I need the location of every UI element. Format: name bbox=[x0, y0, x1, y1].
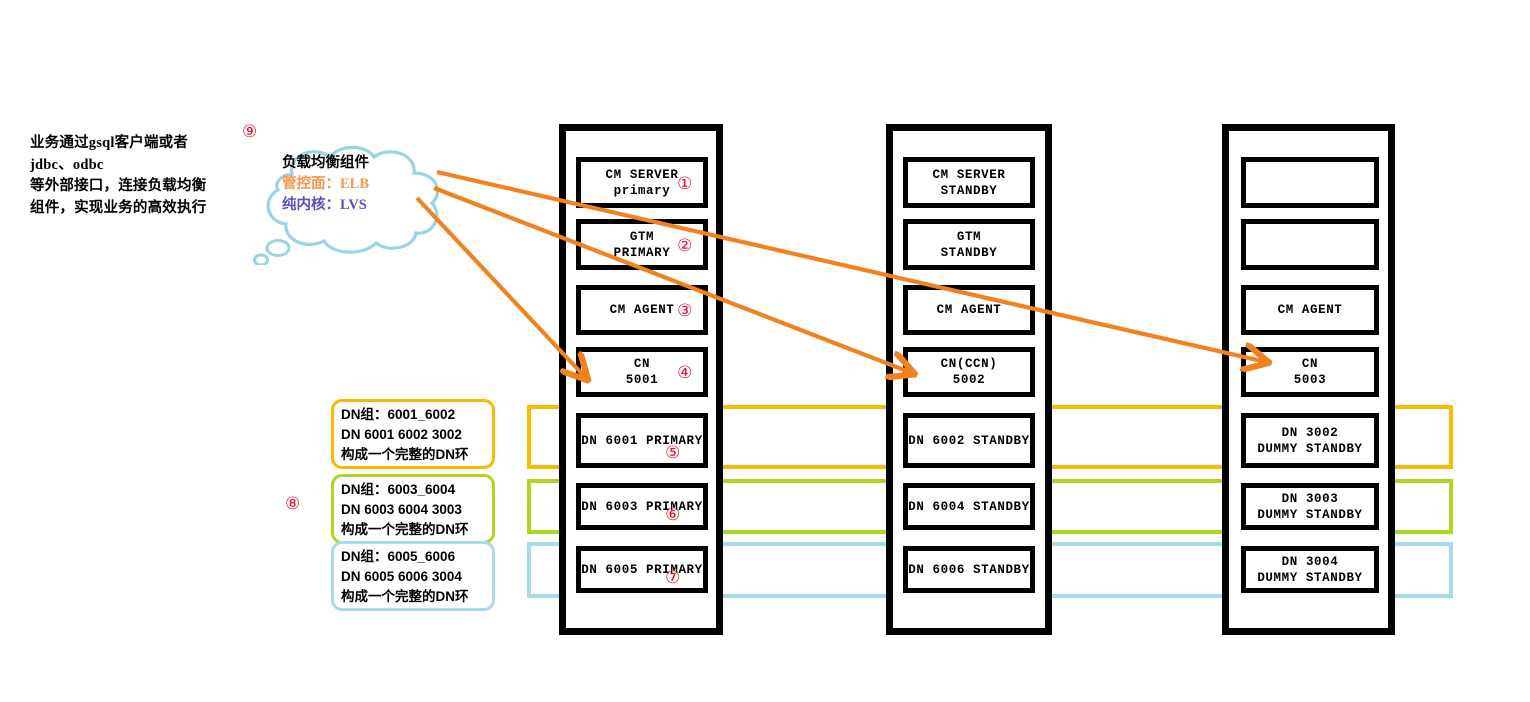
dn-group-legend-3-line-1: DN组：6005_6006 bbox=[341, 549, 456, 564]
rack-1-unit-1-line-1: CM SERVER bbox=[605, 167, 679, 182]
rack-1-unit-5-line-1: DN 6001 PRIMARY bbox=[581, 433, 703, 448]
rack-1-unit-3-line-1: CM AGENT bbox=[609, 303, 675, 317]
dn-group-legend-2: DN组：6003_6004 DN 6003 6004 3003 构成一个完整的D… bbox=[331, 474, 495, 544]
marker-8: ⑧ bbox=[285, 494, 301, 514]
client-access-note-line-4: 组件，实现业务的高效执行 bbox=[30, 199, 207, 216]
rack-2-unit-4-line-1: CN(CCN) bbox=[940, 357, 998, 371]
rack-2-unit-1-line-2: STANDBY bbox=[940, 183, 998, 198]
rack-3-unit-4-line-2: 5003 bbox=[1293, 373, 1327, 387]
rack-1-unit-7-marker: ⑦ bbox=[665, 568, 681, 588]
rack-2-unit-4: CN(CCN) 5002 bbox=[903, 347, 1035, 397]
dn-group-legend-3: DN组：6005_6006 DN 6005 6006 3004 构成一个完整的D… bbox=[331, 541, 495, 611]
dn-group-legend-2-line-1: DN组：6003_6004 bbox=[341, 482, 456, 497]
rack-1-unit-6-marker: ⑥ bbox=[665, 505, 681, 525]
rack-3-unit-7-line-2: DUMMY STANDBY bbox=[1257, 570, 1363, 585]
rack-2-unit-3-line-1: CM AGENT bbox=[936, 303, 1002, 317]
rack-1-unit-1-line-2: primary bbox=[613, 183, 671, 198]
rack-1-unit-5-marker: ⑤ bbox=[665, 443, 681, 463]
dn-group-legend-3-line-3: 构成一个完整的DN环 bbox=[341, 589, 469, 604]
rack-3-unit-5-line-2: DUMMY STANDBY bbox=[1257, 441, 1363, 456]
rack-3-unit-4: CN 5003 bbox=[1241, 347, 1379, 397]
rack-1-unit-4-line-1: CN bbox=[633, 357, 651, 371]
rack-2-unit-3: CM AGENT bbox=[903, 285, 1035, 335]
dn-group-legend-1: DN组：6001_6002 DN 6001 6002 3002 构成一个完整的D… bbox=[331, 399, 495, 469]
rack-3-unit-3-line-1: CM AGENT bbox=[1277, 303, 1343, 317]
rack-2-unit-2-line-1: GTM bbox=[956, 229, 982, 244]
dn-group-legend-1-line-1: DN组：6001_6002 bbox=[341, 407, 456, 422]
client-access-note-line-2: jdbc、odbc bbox=[30, 156, 104, 173]
dn-group-legend-2-line-3: 构成一个完整的DN环 bbox=[341, 522, 469, 537]
rack-3-unit-7-line-1: DN 3004 bbox=[1281, 554, 1339, 569]
cloud-line-1: 负载均衡组件 bbox=[282, 155, 369, 171]
rack-3-unit-4-line-1: CN bbox=[1301, 357, 1319, 371]
rack-3-unit-6-line-1: DN 3003 bbox=[1281, 491, 1339, 506]
dn-group-legend-1-line-3: 构成一个完整的DN环 bbox=[341, 447, 469, 462]
rack-1-unit-2-marker: ② bbox=[677, 235, 693, 256]
marker-9: ⑨ bbox=[242, 122, 258, 142]
rack-2-unit-4-line-2: 5002 bbox=[952, 373, 986, 387]
rack-2-unit-7: DN 6006 STANDBY bbox=[903, 546, 1035, 593]
rack-2-unit-7-line-1: DN 6006 STANDBY bbox=[908, 562, 1030, 577]
rack-2-unit-2-line-2: STANDBY bbox=[940, 245, 998, 260]
rack-2-unit-6-line-1: DN 6004 STANDBY bbox=[908, 499, 1030, 514]
rack-1-unit-2-line-1: GTM bbox=[629, 229, 655, 244]
rack-1-unit-3-marker: ③ bbox=[677, 300, 693, 321]
rack-1-unit-1-marker: ① bbox=[677, 173, 693, 194]
dn-group-legend-1-line-2: DN 6001 6002 3002 bbox=[341, 427, 462, 442]
dn-group-legend-3-line-2: DN 6005 6006 3004 bbox=[341, 569, 462, 584]
rack-1-unit-4-line-2: 5001 bbox=[625, 373, 659, 387]
load-balancer-cloud: 负载均衡组件 管控面：ELB 纯内核：LVS bbox=[248, 140, 448, 265]
cloud-line-3: 纯内核：LVS bbox=[282, 197, 367, 213]
dn-group-legend-2-line-2: DN 6003 6004 3003 bbox=[341, 502, 462, 517]
client-access-note-line-1: 业务通过gsql客户端或者 bbox=[30, 135, 189, 151]
rack-3-unit-1 bbox=[1241, 157, 1379, 208]
rack-3-unit-3: CM AGENT bbox=[1241, 285, 1379, 335]
rack-2-unit-5: DN 6002 STANDBY bbox=[903, 413, 1035, 468]
rack-1-unit-4: CN 5001 ④ bbox=[576, 347, 708, 397]
rack-1-unit-2-line-2: PRIMARY bbox=[613, 245, 671, 260]
rack-1-unit-6-line-1: DN 6003 PRIMARY bbox=[581, 499, 703, 514]
client-access-note: 业务通过gsql客户端或者 jdbc、odbc 等外部接口，连接负载均衡 组件，… bbox=[30, 133, 260, 219]
rack-2-unit-5-line-1: DN 6002 STANDBY bbox=[908, 433, 1030, 448]
cloud-line-2: 管控面：ELB bbox=[282, 176, 370, 192]
rack-3-unit-6-line-2: DUMMY STANDBY bbox=[1257, 507, 1363, 522]
rack-2-unit-6: DN 6004 STANDBY bbox=[903, 483, 1035, 530]
rack-3-unit-2 bbox=[1241, 219, 1379, 270]
rack-1-unit-7-line-1: DN 6005 PRIMARY bbox=[581, 562, 703, 577]
rack-1-unit-4-marker: ④ bbox=[677, 362, 693, 383]
rack-3-unit-5-line-1: DN 3002 bbox=[1281, 425, 1339, 440]
rack-2-unit-1-line-1: CM SERVER bbox=[932, 167, 1006, 182]
client-access-note-line-3: 等外部接口，连接负载均衡 bbox=[30, 178, 207, 194]
